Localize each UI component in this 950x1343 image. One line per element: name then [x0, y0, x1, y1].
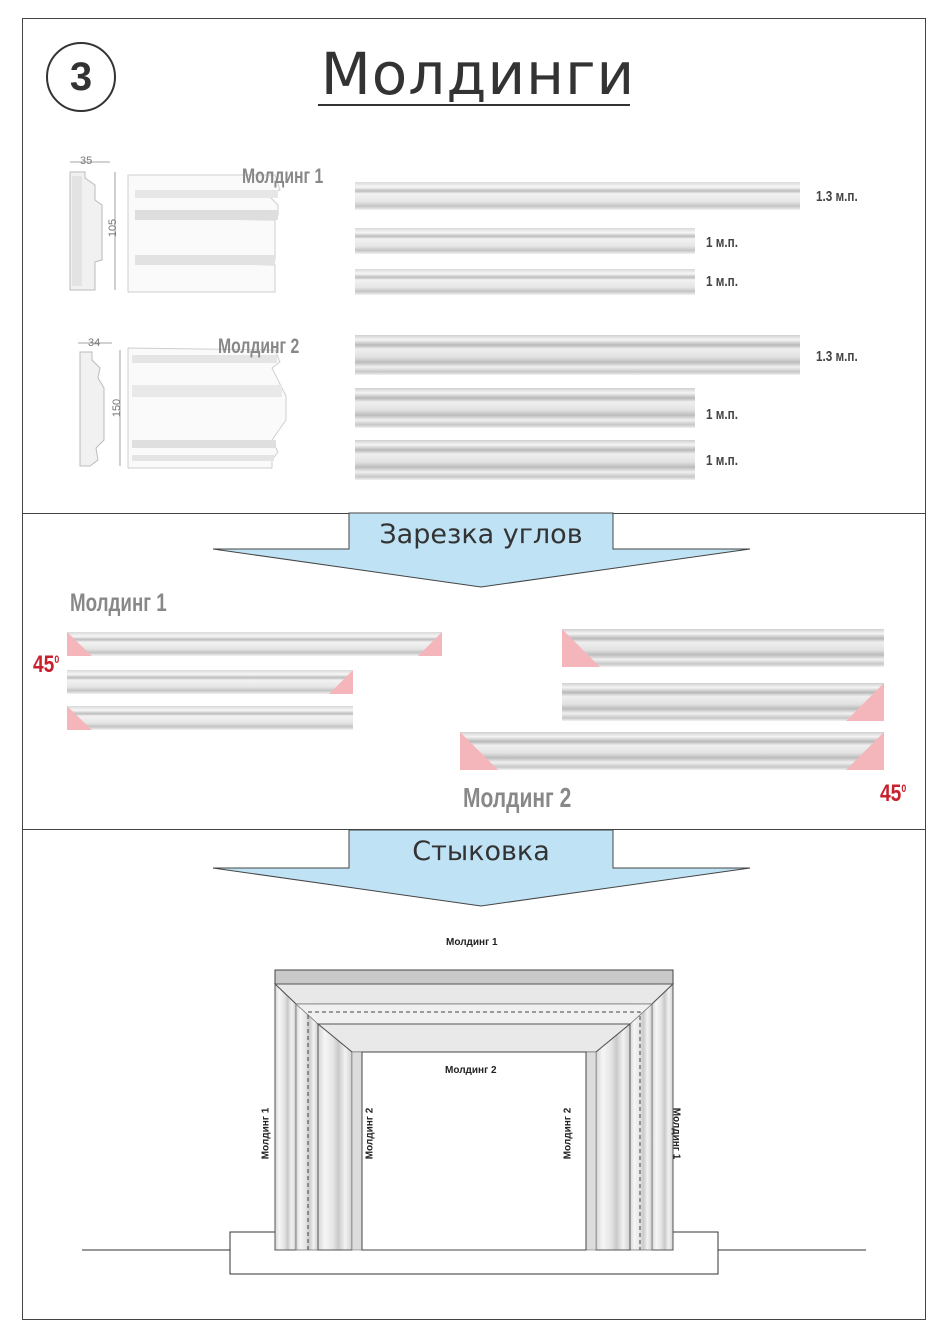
- joining-banner-arrow: [212, 829, 751, 907]
- fireplace-assembly-drawing: [82, 969, 866, 1275]
- assembly-left-inner-label: Молдинг 2: [364, 1107, 376, 1160]
- corner-cut-banner-arrow: [212, 512, 751, 588]
- angle-left-label: 450: [33, 651, 60, 678]
- molding2-height-dimension: 150: [111, 398, 124, 418]
- molding2-length-2: 1 м.п.: [706, 406, 738, 423]
- molding1-cut-pieces: [67, 632, 442, 730]
- molding2-rail-1000a: [355, 388, 695, 428]
- molding2-rail-1000b: [355, 440, 695, 480]
- molding2-rail-1300: [355, 335, 800, 375]
- page-title: Молдинги: [320, 40, 636, 108]
- angle-right-label: 450: [880, 780, 907, 807]
- molding2-profile-drawing: [78, 342, 287, 469]
- assembly-right-inner-label: Молдинг 2: [562, 1107, 574, 1160]
- molding1-width-dimension: 35: [80, 155, 93, 167]
- molding2-length-3: 1 м.п.: [706, 452, 738, 469]
- title-underline: [318, 104, 630, 106]
- molding2-width-dimension: 34: [88, 337, 101, 349]
- joining-banner-label: Стыковка: [412, 836, 550, 867]
- molding1-rail-1000b: [355, 269, 695, 295]
- molding1-length-1: 1.3 м.п.: [816, 188, 858, 205]
- assembly-top-label: Молдинг 1: [446, 937, 498, 948]
- assembly-left-outer-label: Молдинг 1: [260, 1107, 272, 1160]
- molding1-rail-1000a: [355, 228, 695, 254]
- molding2-rails: [355, 335, 800, 480]
- molding1-rails: [355, 182, 800, 295]
- molding1-profile-drawing: [69, 161, 281, 293]
- cut-molding1-label: Молдинг 1: [70, 589, 167, 617]
- assembly-right-outer-label: Молдинг 1: [670, 1107, 682, 1160]
- molding2-label: Молдинг 2: [218, 335, 300, 358]
- page-frame: [22, 18, 926, 1320]
- step-number-badge: 3: [46, 42, 116, 112]
- molding1-height-dimension: 105: [107, 218, 120, 238]
- assembly-inner-top-label: Молдинг 2: [445, 1065, 497, 1076]
- molding1-rail-1300: [355, 182, 800, 210]
- cut-molding2-label: Молдинг 2: [463, 782, 572, 813]
- corner-cut-banner-label: Зарезка углов: [379, 519, 583, 550]
- molding1-length-2: 1 м.п.: [706, 234, 738, 251]
- molding2-length-1: 1.3 м.п.: [816, 348, 858, 365]
- molding1-length-3: 1 м.п.: [706, 273, 738, 290]
- molding1-label: Молдинг 1: [242, 165, 324, 188]
- molding2-cut-pieces: [460, 629, 884, 770]
